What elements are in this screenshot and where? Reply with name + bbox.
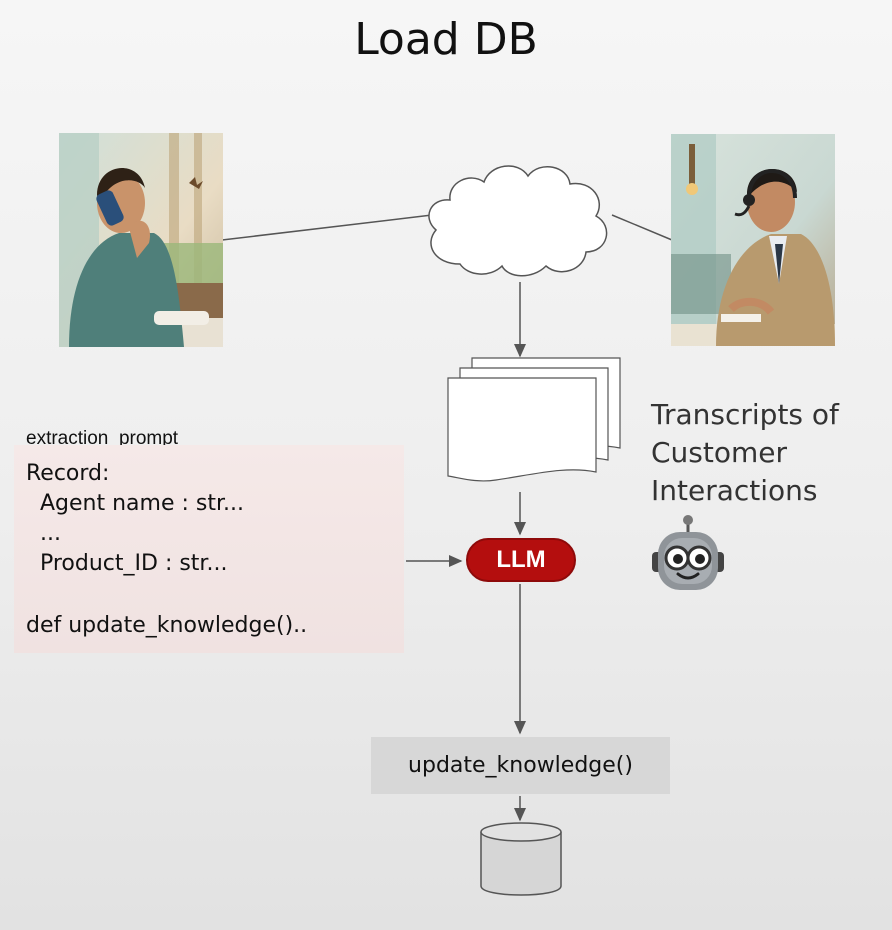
extraction-prompt-box: Record: Agent name : str... ... Product_… — [14, 445, 404, 653]
robot-face-icon — [652, 515, 724, 590]
transcripts-label-line-3: Interactions — [651, 474, 818, 507]
transcripts-documents-icon — [447, 357, 621, 482]
page-title: Load DB — [354, 14, 538, 65]
transcripts-label-line-2: Customer — [651, 436, 788, 469]
cloud-icon — [428, 165, 608, 277]
update-knowledge-node: update_knowledge() — [371, 737, 670, 794]
agent-illustration — [671, 134, 835, 346]
prompt-line-4: Product_ID : str... — [26, 551, 228, 576]
database-cylinder-icon — [480, 822, 562, 896]
prompt-line-2: Agent name : str... — [26, 491, 244, 516]
prompt-line-1: Record: — [26, 461, 110, 486]
extraction-prompt-label: extraction_prompt — [26, 428, 179, 449]
transcripts-label-line-1: Transcripts of — [651, 398, 839, 431]
caller-to-cloud-line — [221, 214, 433, 241]
transcripts-label: Transcripts of Customer Interactions — [651, 396, 881, 510]
agent-to-cloud-line — [611, 214, 673, 241]
update-knowledge-label: update_knowledge() — [408, 753, 633, 778]
prompt-line-6: def update_knowledge().. — [26, 613, 308, 638]
caller-illustration — [59, 133, 223, 347]
llm-node: LLM — [466, 538, 576, 582]
llm-label: LLM — [496, 546, 546, 573]
prompt-line-3: ... — [26, 521, 61, 546]
